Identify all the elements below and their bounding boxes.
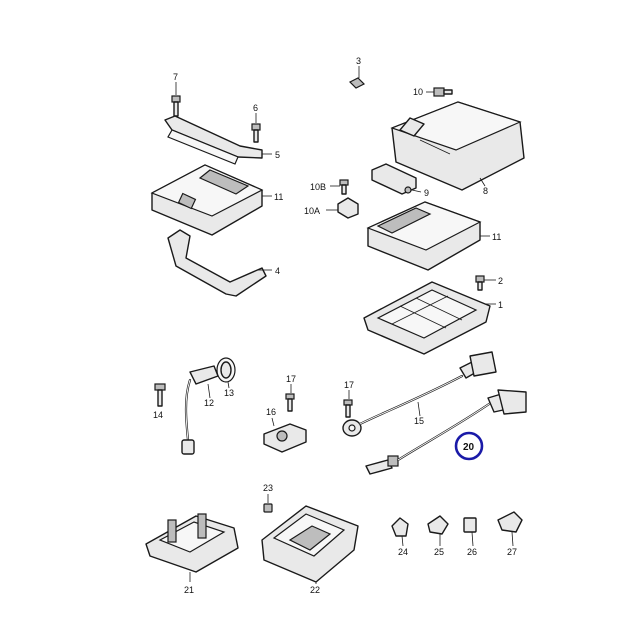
bolt-7 [171,95,181,117]
callout-1: 1 [498,300,503,310]
callout-8: 8 [483,186,488,196]
callout-7: 7 [173,72,178,82]
clip-26 [463,517,477,533]
highlight-circle-20 [454,431,484,461]
housing-22 [261,505,359,583]
oxygen-sensor-20 [365,389,527,475]
clip-25 [427,515,449,535]
callout-11-right: 11 [492,232,501,242]
bolt-17-left [285,393,295,412]
callout-23: 23 [263,483,273,493]
clip-3 [348,77,366,89]
callout-26: 26 [467,547,477,557]
bolt-6 [251,123,261,143]
bolt-14 [154,383,166,407]
callout-15: 15 [414,416,424,426]
knock-sensor-16 [263,423,307,453]
sensor-15 [342,351,497,437]
control-unit-11-left [150,164,264,236]
callout-10: 10 [413,87,423,97]
bolt-10 [433,87,453,97]
bolt-17-right [343,399,353,418]
callout-11-left: 11 [274,192,283,202]
callout-24: 24 [398,547,408,557]
callout-16: 16 [266,407,276,417]
clip-10a [337,197,359,219]
callout-17-left: 17 [286,374,296,384]
bracket-5 [164,115,263,165]
callout-14: 14 [153,410,163,420]
callout-10a: 10A [304,206,320,216]
tray-1 [363,281,491,355]
callout-2: 2 [498,276,503,286]
callout-5: 5 [275,150,280,160]
housing-8 [390,101,525,191]
callout-6: 6 [253,103,258,113]
seal-ring-13 [216,357,236,383]
sensor-12 [181,365,219,455]
callout-10b: 10B [310,182,326,192]
bolt-2 [475,275,485,291]
clip-24 [391,517,409,537]
callout-20: 20 [463,442,475,453]
bolt-10b [339,179,349,195]
callout-22: 22 [310,585,320,595]
callout-13: 13 [224,388,234,398]
callout-25: 25 [434,547,444,557]
callout-4: 4 [275,266,280,276]
callout-12: 12 [204,398,214,408]
callout-27: 27 [507,547,517,557]
clip-23 [263,503,273,513]
callout-3: 3 [356,56,361,66]
callout-17-right: 17 [344,380,354,390]
clip-27 [497,511,523,533]
bracket-9 [371,163,417,195]
cover-21 [145,513,239,573]
bracket-4 [167,229,267,297]
control-unit-11-right [366,201,482,271]
callout-9: 9 [424,188,429,198]
callout-21: 21 [184,585,194,595]
